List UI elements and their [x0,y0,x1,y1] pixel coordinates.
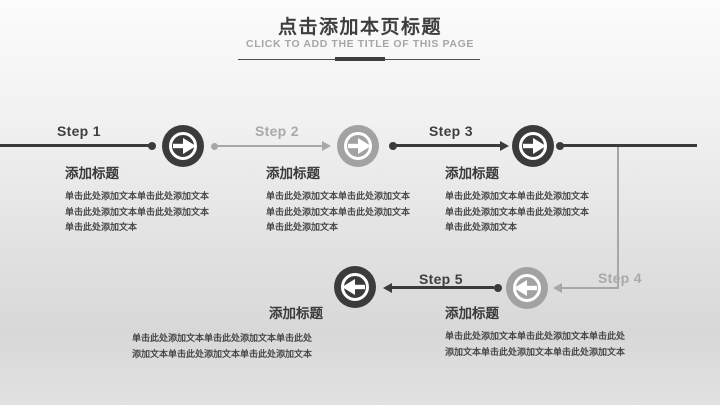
step-4-arrow-left-circle-icon [506,267,548,309]
step-2-text-block: 添加标题 单击此处添加文本单击此处添加文本 单击此处添加文本单击此处添加文本 单… [266,166,410,236]
timeline-line-after-step3 [563,144,697,147]
step-5-text-block: 添加标题 单击此处添加文本单击此处添加文本单击此处 添加文本单击此处添加文本单击… [132,306,323,362]
step-3-text-block: 添加标题 单击此处添加文本单击此处添加文本 单击此处添加文本单击此处添加文本 单… [445,166,589,236]
step-5-label: Step 5 [419,271,463,287]
title-divider-accent-bar [335,57,385,61]
step-4-label: Step 4 [598,270,642,286]
body-line: 单击此处添加文本单击此处添加文本 [445,191,590,201]
connector-dot [389,142,397,150]
body-line: 单击此处添加文本单击此处添加文本 [445,206,590,217]
arrowhead-right-icon [322,141,331,151]
body-line: 添加文本单击此处添加文本单击此处添加文本 [445,346,626,357]
connector-dot [148,142,156,150]
step-3-arrow-right-circle-icon [512,125,554,167]
body-line: 单击此处添加文本 [266,222,339,232]
body-line: 单击此处添加文本单击此处添加文本单击此处 [132,333,313,343]
arrowhead-left-icon [383,283,392,293]
step-4-block-title: 添加标题 [445,306,499,321]
arrowhead-right-icon [500,141,509,151]
body-line: 单击此处添加文本单击此处添加文本单击此处 [445,331,626,341]
step-1-text-block: 添加标题 单击此处添加文本单击此处添加文本 单击此处添加文本单击此处添加文本 单… [65,166,209,236]
body-line: 单击此处添加文本单击此处添加文本 [266,191,411,201]
body-line: 单击此处添加文本 [445,222,518,232]
body-line: 单击此处添加文本 [65,222,138,232]
arrowhead-left-icon [553,283,562,293]
timeline-line-step2 [217,145,322,147]
step-1-arrow-right-circle-icon [162,125,204,167]
step-1-label: Step 1 [57,123,101,139]
connector-dot [494,284,502,292]
step-5-block-title: 添加标题 [269,306,323,321]
timeline-line-start [0,144,150,147]
slide-title: 点击添加本页标题 [277,17,442,38]
step-3-label: Step 3 [429,123,473,139]
step-2-label: Step 2 [255,123,299,139]
body-line: 单击此处添加文本单击此处添加文本 [65,206,210,217]
step-5-arrow-left-circle-icon [334,266,376,308]
elbow-vertical-line [617,147,619,289]
timeline-line-step5 [392,286,494,289]
step-1-block-title: 添加标题 [65,166,119,181]
body-line: 单击此处添加文本单击此处添加文本 [65,191,210,201]
body-line: 单击此处添加文本单击此处添加文本 [266,206,411,217]
step-4-text-block: 添加标题 单击此处添加文本单击此处添加文本单击此处 添加文本单击此处添加文本单击… [445,306,625,360]
slide-subtitle: CLICK TO ADD THE TITLE OF THIS PAGE [246,38,474,50]
step-2-block-title: 添加标题 [266,166,320,181]
timeline-line-step4 [562,287,619,289]
body-line: 添加文本单击此处添加文本单击此处添加文本 [132,348,313,359]
timeline-line-step3 [396,144,500,147]
step-2-arrow-right-circle-icon [337,125,379,167]
step-3-block-title: 添加标题 [445,166,499,181]
connector-dot [211,143,218,150]
connector-dot [556,142,564,150]
